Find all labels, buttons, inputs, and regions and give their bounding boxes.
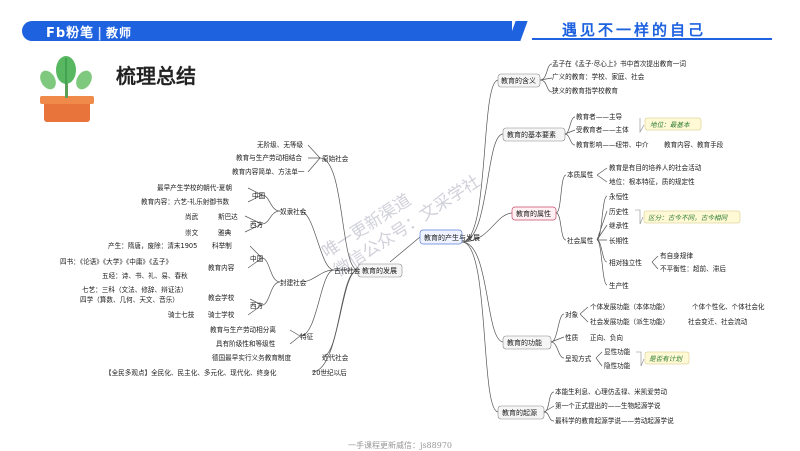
brand-logo: Fb粉笔|教师 <box>46 26 132 41</box>
slave-china-item-1: 最早产生学校的朝代-夏朝 <box>157 183 232 192</box>
essence-item-2: 地位：根本特征，质的规定性 <box>609 177 695 186</box>
social-item-2: 历史性 <box>609 207 629 216</box>
origin-label: 教育的起源 <box>502 408 537 417</box>
slave-label: 奴隶社会 <box>280 207 307 216</box>
feudal-content-label: 教育内容 <box>208 263 235 272</box>
primitive-item-3: 教育内容简单、方法单一 <box>232 167 305 176</box>
object-sub-1: 个体个性化、个体社会化 <box>692 302 765 311</box>
feudal-china-label: 中国 <box>250 254 264 263</box>
function-label: 教育的功能 <box>507 338 542 347</box>
meaning-item-1: 孟子在《孟子·尽心上》书中首次提出教育一词 <box>552 59 686 68</box>
elements-item-3: 教育影响——纽带、中介 <box>576 140 649 149</box>
feudal-exam-item: 产生：隋唐，废除：清末1905 <box>108 241 197 250</box>
slogan-underline <box>532 38 772 40</box>
features-label: 特征 <box>300 332 314 341</box>
knight-skills: 骑士七技 <box>168 310 195 319</box>
primitive-item-1: 无阶级、无等级 <box>257 140 304 149</box>
elements-item-2: 受教育者——主体 <box>576 125 629 134</box>
primitive-label: 原始社会 <box>322 154 349 163</box>
attribute-label: 教育的属性 <box>516 209 551 218</box>
essence-item-1: 教育是有目的培养人的社会活动 <box>609 163 702 172</box>
footer-text: 一手课程更新威信：js88970 <box>347 441 453 450</box>
feudal-exam-label: 科举制 <box>212 241 232 250</box>
church-content-line1: 七艺：三科（文法、修辞、辩证法） <box>82 285 188 294</box>
slogan: 遇见不一样的自己 <box>562 21 707 39</box>
elements-label: 教育的基本要素 <box>507 130 556 139</box>
slave-west-item-3: 崇文 <box>185 228 199 237</box>
slave-west-item-4: 雅典 <box>218 228 232 237</box>
origin-item-3: 最科学的教育起源学说——劳动起源学说 <box>555 416 674 425</box>
object-item-1: 个体发展功能（本体功能） <box>590 302 669 311</box>
social-item-4: 长期性 <box>609 236 629 245</box>
social-tag: 区分：古今不同，古今相同 <box>648 214 729 222</box>
object-item-2: 社会发展功能（派生功能） <box>590 317 669 326</box>
slave-china-label: 中国 <box>252 191 266 200</box>
modern-label: 近代社会 <box>322 353 349 362</box>
brand-name: Fb粉笔 <box>46 26 95 41</box>
century20-label: 20世纪以后 <box>312 368 347 377</box>
feudal-west-label: 西方 <box>250 301 264 310</box>
ancient-label: 古代社会 <box>334 266 361 275</box>
nature-label: 性质 <box>565 333 579 342</box>
object-sub-2: 社会变迁、社会流动 <box>688 317 748 326</box>
origin-item-2: 第一个正式提出的——生物起源学说 <box>555 401 661 410</box>
social-item-6: 生产性 <box>609 281 629 290</box>
header-blue-band <box>22 21 512 41</box>
slave-china-item-2: 教育内容：六艺-礼乐射御书数 <box>141 197 230 206</box>
center-node-box <box>419 229 463 245</box>
church-content-line2: 四学（算数、几何、天文、音乐） <box>80 295 179 304</box>
meaning-label: 教育的含义 <box>501 76 536 85</box>
knight-school-label: 骑士学校 <box>208 310 235 319</box>
independence-item-1: 有自身规律 <box>660 251 693 260</box>
left-branch-label: 教育的发展 <box>362 266 397 275</box>
independence-item-2: 不平衡性：超前、滞后 <box>660 264 726 273</box>
four-books: 四书：《论语》《大学》《中庸》《孟子》 <box>60 257 172 266</box>
social-item-5: 相对独立性 <box>609 258 642 267</box>
meaning-item-2: 广义的教育：学校、家庭、社会 <box>552 72 645 81</box>
elements-item-1: 教育者——主导 <box>576 112 623 121</box>
social-label: 社会属性 <box>567 236 594 245</box>
social-item-3: 继承性 <box>609 221 629 230</box>
object-label: 对象 <box>565 310 579 319</box>
modern-item: 德国最早实行义务教育制度 <box>212 353 292 362</box>
slave-west-label: 西方 <box>250 220 264 229</box>
origin-item-1: 本能生利息、心理仿孟禄、米凯爱劳动 <box>555 387 667 396</box>
primitive-item-2: 教育与生产劳动相结合 <box>236 153 302 162</box>
page-title: 梳理总结 <box>116 64 196 88</box>
slave-west-item-2: 斯巴达 <box>218 212 238 221</box>
center-node: 教育的产生与发展 <box>424 233 480 242</box>
elements-means: 教育内容、教育手段 <box>664 140 724 149</box>
form-item-2: 隐性功能 <box>604 361 631 370</box>
elements-tag: 地位：最基本 <box>650 121 691 129</box>
feudal-label: 封建社会 <box>280 278 307 287</box>
five-classics: 五经：诗、书、礼、易、春秋 <box>102 271 188 280</box>
features-item-2: 具有阶级性和等级性 <box>216 339 276 348</box>
features-item-1: 教育与生产劳动相分离 <box>210 325 276 334</box>
social-item-1: 永恒性 <box>609 192 629 201</box>
form-label: 呈现方式 <box>565 354 592 363</box>
header-bar: Fb粉笔|教师 遇见不一样的自己 <box>0 0 800 44</box>
connector-lines <box>244 79 513 413</box>
church-school-label: 教会学校 <box>208 293 235 302</box>
nature-item: 正向、负向 <box>590 333 623 342</box>
century20-item: 【全民多观点】全民化、民主化、多元化、现代化、终身化 <box>105 368 277 377</box>
essence-label: 本质属性 <box>567 170 594 179</box>
meaning-item-3: 狭义的教育指学校教育 <box>552 86 618 95</box>
form-tag: 是否有计划 <box>649 355 683 363</box>
slave-west-item-1: 尚武 <box>185 212 199 221</box>
brand-sub: 教师 <box>105 26 132 40</box>
form-item-1: 显性功能 <box>604 347 631 356</box>
